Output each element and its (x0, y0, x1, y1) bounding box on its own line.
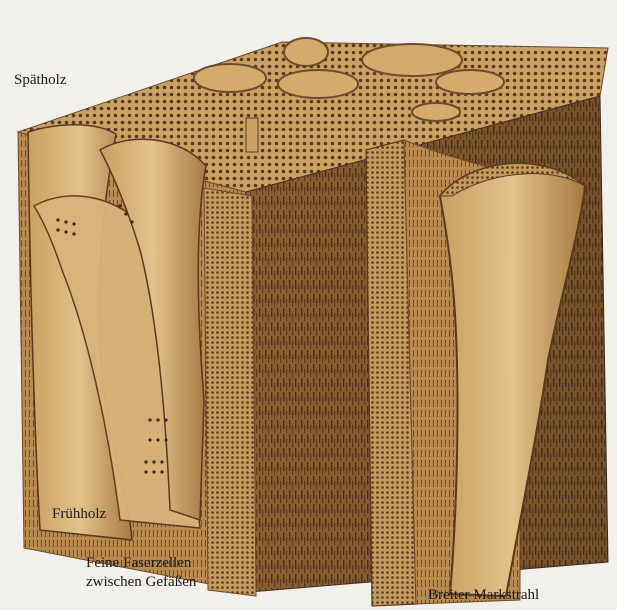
label-latewood: Spätholz (14, 71, 67, 90)
label-fine-fibers-line2: zwischen Gefäßen (86, 573, 196, 592)
pore-band-edge (204, 188, 256, 596)
label-earlywood: Frühholz (52, 505, 106, 524)
label-fine-fibers: Feine Faserzellen zwischen Gefäßen (86, 554, 196, 592)
label-broad-ray: Breiter Markstrahl (428, 586, 539, 605)
small-vessel-stub (246, 118, 258, 152)
label-fine-fibers-line1: Feine Faserzellen (86, 554, 196, 573)
